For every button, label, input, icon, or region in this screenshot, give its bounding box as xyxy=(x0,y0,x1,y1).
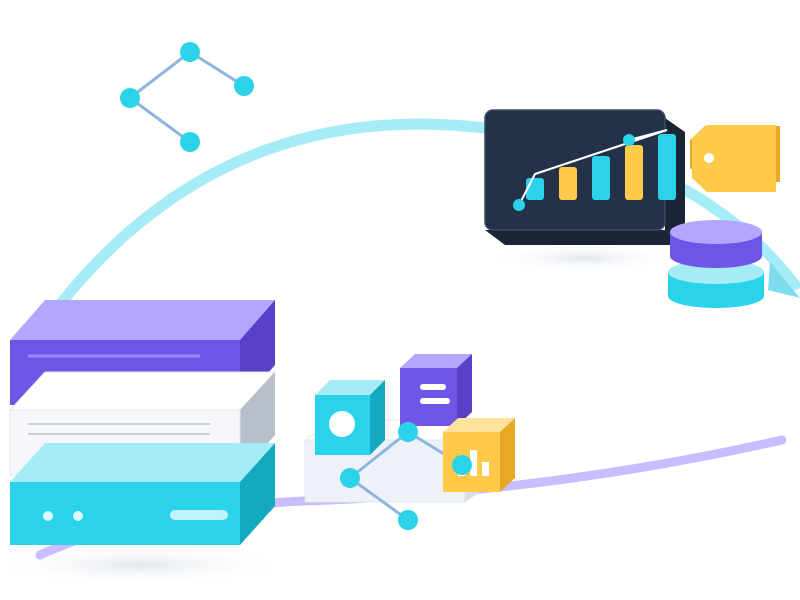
chart-trend-line xyxy=(518,129,668,206)
network-graph-icon xyxy=(120,42,254,152)
list-cube-icon xyxy=(400,354,472,426)
dashboard-shadow xyxy=(490,244,680,272)
circle-cube-icon xyxy=(315,380,385,455)
chart-bar xyxy=(559,167,577,200)
chart-bar xyxy=(625,145,643,200)
chart-dashboard-icon xyxy=(484,109,685,245)
arc-arrowhead xyxy=(768,262,800,298)
database-icon xyxy=(668,220,764,308)
chart-bar xyxy=(658,134,676,200)
chart-point xyxy=(623,134,635,146)
bar-chart-cube-icon xyxy=(443,418,515,492)
chart-bar xyxy=(526,178,544,200)
price-tag-icon xyxy=(690,125,780,192)
chart-bar xyxy=(592,156,610,200)
server-shadow xyxy=(0,545,290,585)
cyan-arc xyxy=(42,118,800,326)
server-stack-icon xyxy=(8,300,277,545)
chart-point xyxy=(513,199,525,211)
